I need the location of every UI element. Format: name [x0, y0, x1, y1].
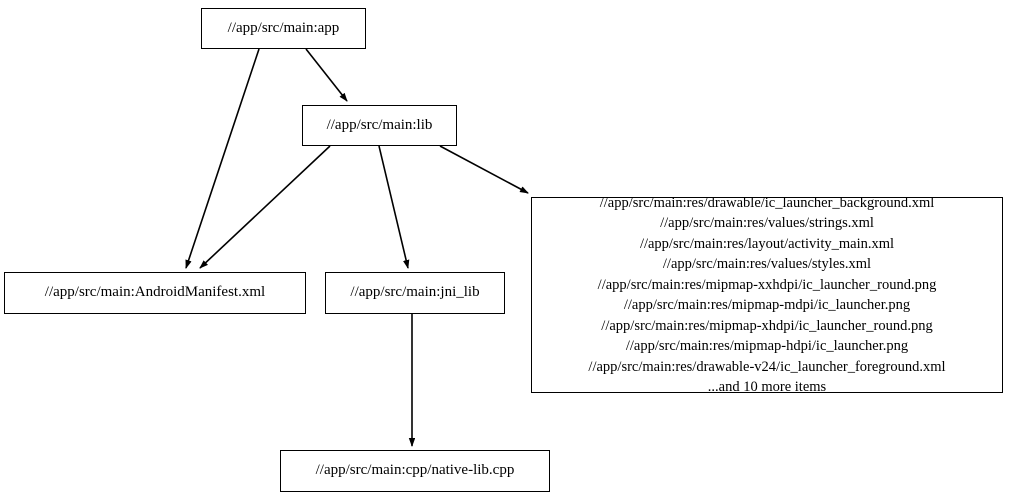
- graph-node-resources[interactable]: //app/src/main:res/drawable/ic_launcher_…: [531, 195, 1003, 395]
- graph-node-native-lib-cpp[interactable]: //app/src/main:cpp/native-lib.cpp: [280, 450, 550, 492]
- graph-node-jni-lib-label: //app/src/main:jni_lib: [350, 284, 480, 301]
- edge-app-to-manifest: [185, 48, 260, 269]
- graph-node-jni-lib[interactable]: //app/src/main:jni_lib: [325, 272, 505, 314]
- graph-node-lib-label: //app/src/main:lib: [326, 116, 433, 133]
- graph-node-native-lib-cpp-label: //app/src/main:cpp/native-lib.cpp: [315, 462, 515, 479]
- graph-node-app[interactable]: //app/src/main:app: [201, 8, 366, 49]
- edge-lib-to-manifest: [199, 145, 331, 269]
- graph-node-android-manifest[interactable]: //app/src/main:AndroidManifest.xml: [4, 272, 306, 314]
- graph-node-android-manifest-label: //app/src/main:AndroidManifest.xml: [44, 284, 266, 301]
- graph-node-resources-label: //app/src/main:res/drawable/ic_launcher_…: [588, 194, 946, 396]
- edge-lib-to-jni-lib: [378, 145, 410, 269]
- edge-app-to-lib: [305, 48, 348, 102]
- edge-lib-to-resources: [439, 145, 529, 194]
- graph-node-app-label: //app/src/main:app: [227, 19, 340, 36]
- graph-node-lib[interactable]: //app/src/main:lib: [302, 105, 457, 146]
